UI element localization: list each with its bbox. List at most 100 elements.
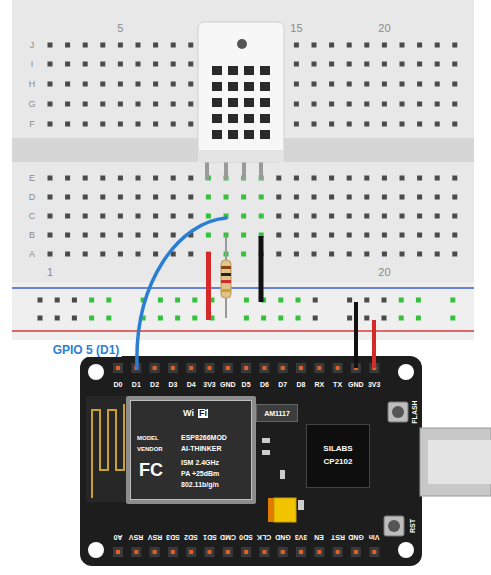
hole	[72, 298, 77, 303]
hole	[329, 214, 334, 219]
gpio-label: GPIO 5 (D1)	[51, 343, 122, 357]
header-pin	[205, 547, 215, 557]
hole	[276, 214, 281, 219]
hole	[188, 122, 193, 127]
column-number: 20	[378, 23, 390, 34]
hole	[329, 82, 334, 87]
header-pin	[259, 363, 269, 373]
header-pin	[278, 363, 288, 373]
hole	[224, 195, 229, 200]
hole	[382, 82, 387, 87]
pin-name: Vin	[369, 534, 380, 541]
vent-slot	[244, 114, 254, 123]
smd-part	[280, 470, 285, 479]
button-cap	[388, 520, 400, 532]
vent-slot	[244, 130, 254, 139]
hole	[83, 195, 88, 200]
hole	[153, 195, 158, 200]
hole	[65, 252, 70, 257]
hole	[399, 316, 404, 321]
hole	[452, 43, 457, 48]
header-pin	[333, 363, 343, 373]
hole	[400, 122, 405, 127]
hole	[400, 195, 405, 200]
hole	[312, 102, 317, 107]
hole	[329, 43, 334, 48]
hole	[118, 62, 123, 67]
module-shield-border	[126, 396, 256, 504]
pin-name: D8	[297, 381, 306, 388]
hole	[400, 252, 405, 257]
hole	[312, 82, 317, 87]
usb-connector	[420, 428, 491, 496]
header-pin	[336, 550, 340, 554]
hole	[382, 195, 387, 200]
hole	[435, 214, 440, 219]
smd-part	[298, 500, 304, 510]
hole	[329, 252, 334, 257]
pin-name: A0	[114, 534, 123, 541]
pin-name: GND	[220, 381, 236, 388]
header-pin	[354, 550, 358, 554]
hole	[294, 82, 299, 87]
hole	[83, 82, 88, 87]
hole	[312, 214, 317, 219]
hole	[188, 82, 193, 87]
hole	[416, 298, 421, 303]
hole	[65, 233, 70, 238]
vent-slot	[228, 130, 238, 139]
chip-text: Wi	[183, 409, 194, 418]
pin-name: D3	[168, 381, 177, 388]
vent-slot	[244, 98, 254, 107]
vent-slot	[244, 66, 254, 75]
vent-slot	[212, 98, 222, 107]
hole	[136, 176, 141, 181]
power-rail-area	[12, 282, 474, 340]
hole	[136, 43, 141, 48]
hole	[347, 62, 352, 67]
hole	[364, 233, 369, 238]
hole	[450, 298, 455, 303]
hole	[364, 62, 369, 67]
hole	[452, 82, 457, 87]
hole	[276, 252, 281, 257]
hole	[435, 122, 440, 127]
hole	[296, 298, 301, 303]
pin-name: D1	[132, 381, 141, 388]
header-pin	[314, 547, 324, 557]
hole	[188, 62, 193, 67]
hole	[364, 252, 369, 257]
hole	[347, 122, 352, 127]
header-pin	[351, 547, 361, 557]
red-jumper-wire	[372, 320, 376, 368]
hole	[294, 252, 299, 257]
pin-name: RST	[331, 534, 345, 541]
hole	[48, 176, 53, 181]
hole	[417, 176, 422, 181]
hole	[382, 316, 387, 321]
header-pin	[116, 366, 120, 370]
header-pin	[372, 550, 376, 554]
breadboard-holes	[38, 43, 458, 321]
hole	[188, 102, 193, 107]
hole	[417, 43, 422, 48]
chip-text: SILABS	[323, 445, 352, 453]
pin-name: RSV	[129, 534, 143, 541]
header-pin	[317, 550, 321, 554]
hole	[435, 233, 440, 238]
hole	[313, 298, 318, 303]
pin-name: D7	[278, 381, 287, 388]
header-pin	[168, 547, 178, 557]
hole	[106, 316, 111, 321]
hole	[188, 252, 193, 257]
header-pin	[113, 547, 123, 557]
hole	[72, 316, 77, 321]
hole	[100, 214, 105, 219]
hole	[347, 176, 352, 181]
hole	[100, 43, 105, 48]
resistor-symbol	[221, 260, 231, 298]
pin-name: CMD	[220, 534, 236, 541]
header-pin	[150, 363, 160, 373]
hole	[118, 195, 123, 200]
hole	[48, 252, 53, 257]
